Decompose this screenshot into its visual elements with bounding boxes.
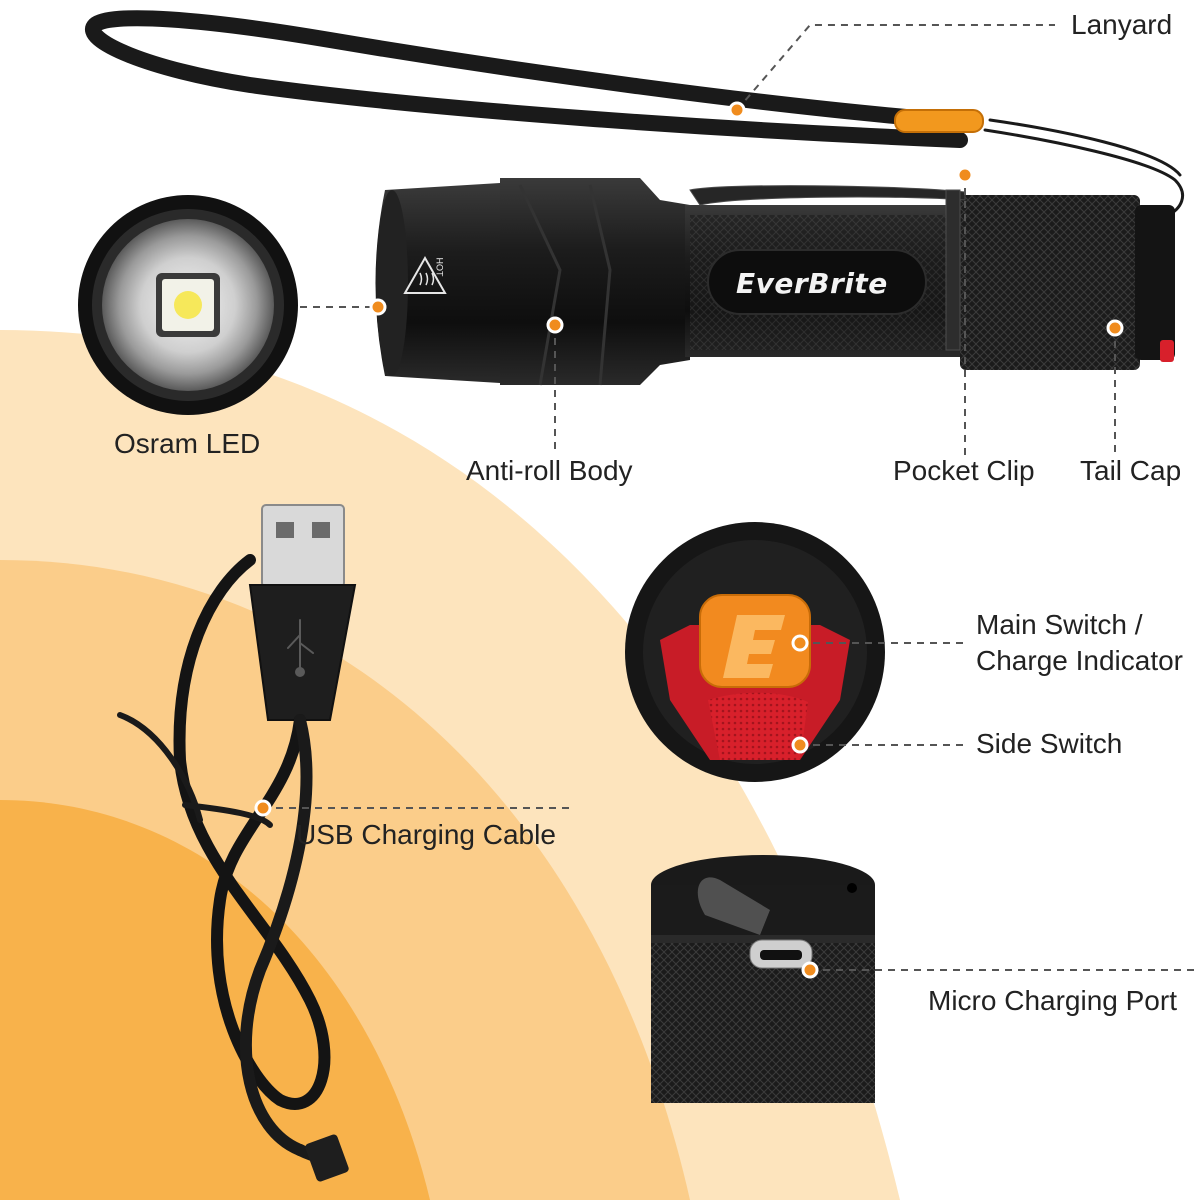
label-main-switch: Main Switch / [976, 609, 1143, 640]
hot-warning-icon [403, 255, 447, 294]
main-switch-dot [791, 634, 809, 652]
label-anti-roll-body: Anti-roll Body [466, 455, 633, 486]
label-charge-indicator: Charge Indicator [976, 645, 1184, 676]
side-switch-dot [791, 736, 809, 754]
hot-mark: HOT [434, 257, 445, 277]
callout-dots [254, 101, 1124, 979]
tail-dot [1106, 319, 1124, 337]
led-inset [78, 195, 298, 415]
usb-cable [117, 504, 357, 1182]
label-micro-port: Micro Charging Port [928, 985, 1177, 1016]
lanyard-dot [728, 101, 746, 119]
clip-dot [956, 166, 974, 184]
label-tail-cap: Tail Cap [1080, 455, 1182, 486]
leader-lines [263, 24, 1195, 971]
label-lanyard: Lanyard [1071, 9, 1173, 40]
label-osram-led: Osram LED [114, 428, 261, 459]
e-logo-icon [723, 615, 785, 678]
label-side-switch: Side Switch [976, 728, 1123, 759]
brand-logo: EverBrite [736, 267, 888, 300]
led-dot [369, 298, 387, 316]
body-dot [546, 316, 564, 334]
micro-port-closeup [651, 855, 875, 1103]
label-usb-cable: USB Charging Cable [296, 819, 556, 850]
port-dot [801, 961, 819, 979]
tail-switch-closeup [625, 522, 885, 782]
lanyard [85, 10, 1185, 217]
usb-icon [287, 619, 314, 677]
label-pocket-clip: Pocket Clip [893, 455, 1035, 486]
cable-dot [254, 799, 272, 817]
flashlight [375, 178, 1175, 386]
